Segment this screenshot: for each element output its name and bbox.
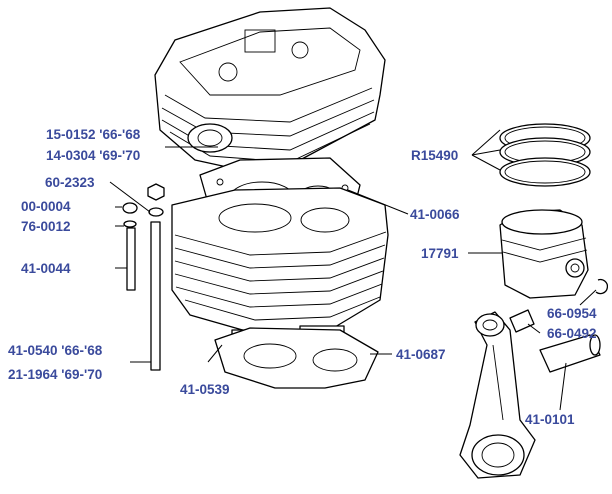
label-41-0066: 41-0066 <box>410 207 460 222</box>
label-41-0044: 41-0044 <box>21 261 71 276</box>
gudgeon-pin <box>539 334 601 373</box>
small-end-bush <box>509 309 535 333</box>
label-21-1964: 21-1964 '69-'70 <box>8 367 102 382</box>
label-00-0004: 00-0004 <box>21 199 71 214</box>
label-60-2323: 60-2323 <box>45 175 95 190</box>
connecting-rod <box>459 311 536 479</box>
label-76-0012: 76-0012 <box>21 219 71 234</box>
piston-rings <box>499 123 591 187</box>
nut-00-0004 <box>122 202 138 214</box>
label-R15490: R15490 <box>411 148 458 163</box>
label-15-0152: 15-0152 '66-'68 <box>46 127 141 142</box>
piston <box>499 209 589 299</box>
washer-stud <box>148 207 164 217</box>
label-66-0954: 66-0954 <box>547 306 597 321</box>
label-41-0540: 41-0540 '66-'68 <box>8 343 103 358</box>
leader-lines <box>109 129 597 411</box>
nut-60-2323 <box>147 183 165 201</box>
label-41-0539: 41-0539 <box>180 382 230 397</box>
cylinder-barrel <box>171 187 389 353</box>
label-66-0492: 66-0492 <box>547 326 597 341</box>
base-gasket <box>214 327 379 389</box>
label-17791: 17791 <box>421 246 459 261</box>
label-14-0304: 14-0304 '69-'70 <box>46 148 140 163</box>
stud-short <box>126 227 136 291</box>
label-41-0101: 41-0101 <box>525 412 575 427</box>
cylinder-head <box>154 7 386 173</box>
label-41-0687: 41-0687 <box>396 347 446 362</box>
washer-76-0012 <box>123 220 137 228</box>
stud-long <box>150 221 161 371</box>
circlip <box>595 278 609 295</box>
